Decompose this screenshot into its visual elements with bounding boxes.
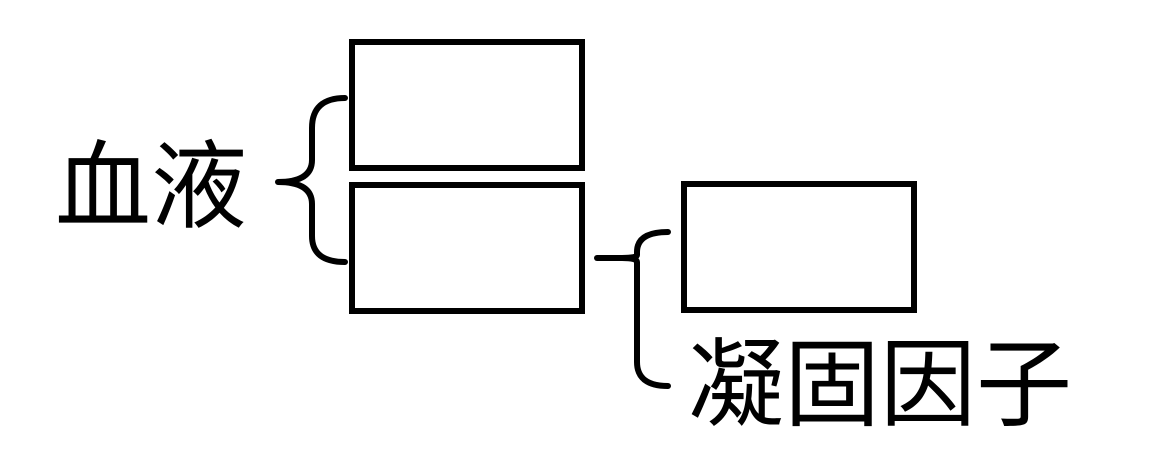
root-label: 血液 — [55, 131, 247, 243]
sub-label: 凝固因子 — [688, 329, 1072, 441]
root-brace — [275, 95, 348, 265]
blank-box-right — [681, 181, 917, 313]
sub-brace — [619, 229, 671, 389]
blank-box-middle — [349, 182, 585, 314]
blank-box-top — [349, 39, 585, 171]
